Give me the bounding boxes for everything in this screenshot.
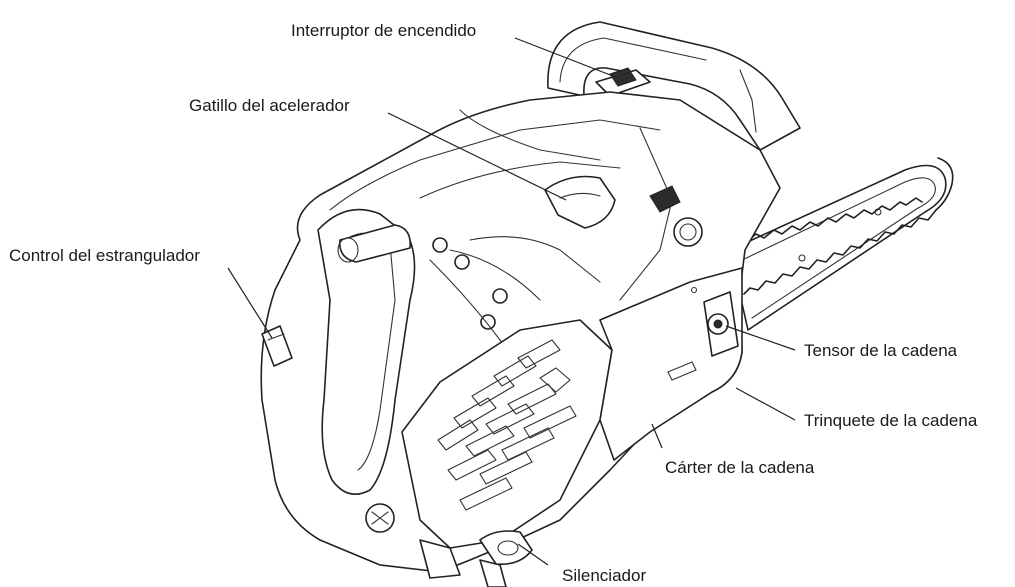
label-chain-cover: Cárter de la cadena: [665, 458, 815, 477]
label-chain-catcher: Trinquete de la cadena: [804, 411, 978, 430]
leader-chain-catcher: [736, 388, 795, 420]
label-chain-tensioner: Tensor de la cadena: [804, 341, 958, 360]
label-muffler: Silenciador: [562, 566, 646, 585]
chainsaw-illustration: [261, 22, 952, 587]
label-power-switch: Interruptor de encendido: [291, 21, 476, 40]
label-throttle-trigger: Gatillo del acelerador: [189, 96, 350, 115]
label-choke-control: Control del estrangulador: [9, 246, 200, 265]
leader-choke-control: [228, 268, 272, 338]
